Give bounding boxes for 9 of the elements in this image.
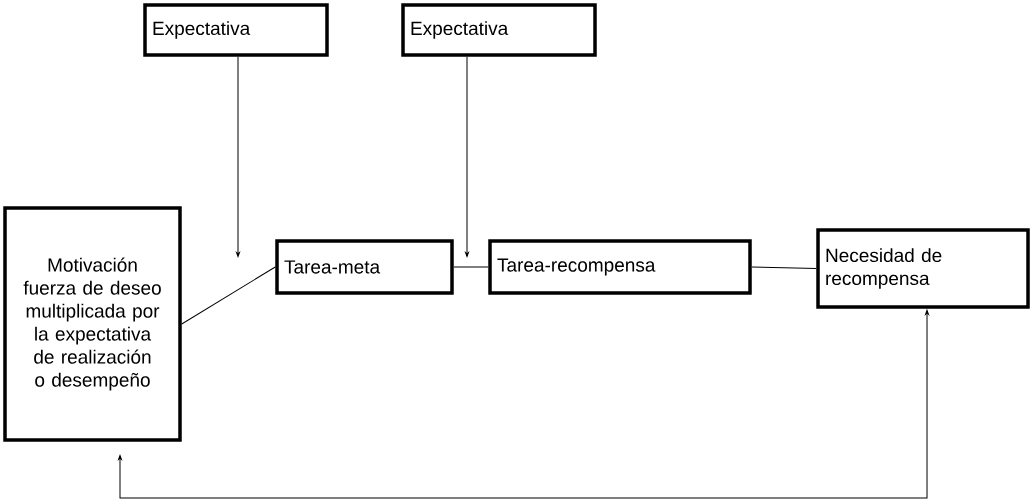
- task-box: Tarea-meta: [275, 239, 454, 295]
- expectation-box: Expectativa: [401, 3, 597, 57]
- task-box: Tarea-recompensa: [488, 239, 752, 295]
- expectation-box: Expectativa: [143, 3, 329, 57]
- motivation-box: Motivación fuerza de deseo multiplicada por la expectativa de realización o desempeño: [3, 206, 182, 442]
- connector-arrow: [465, 56, 469, 257]
- connector-arrow: [118, 309, 929, 499]
- connector-arrow: [236, 56, 240, 257]
- need-box: Necesidad de recompensa: [816, 228, 1030, 309]
